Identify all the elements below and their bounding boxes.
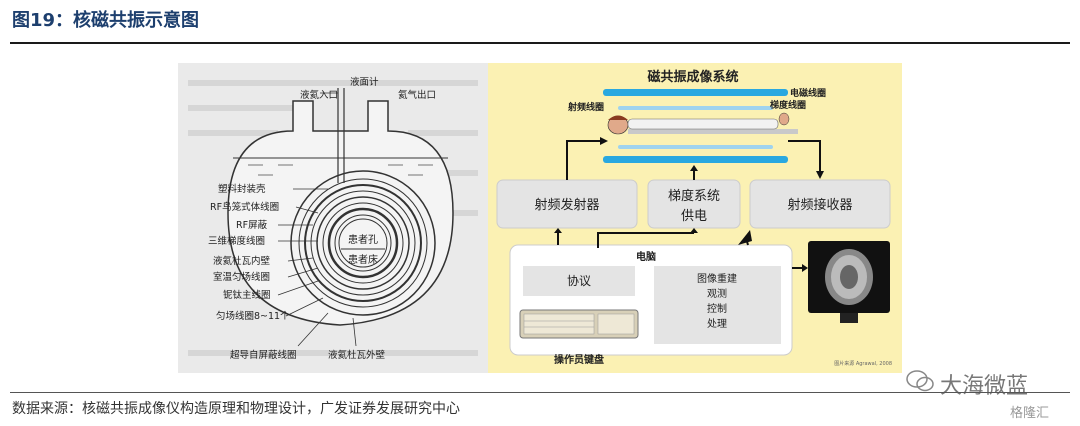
grad-coil-top bbox=[618, 106, 773, 110]
em-coil-top bbox=[603, 89, 788, 96]
label-em-coil: 电磁线圈 bbox=[790, 87, 826, 99]
function-3: 处理 bbox=[707, 318, 727, 330]
patient-figure bbox=[607, 112, 798, 135]
label-grad-coil: 梯度线圈 bbox=[770, 99, 806, 111]
label-uniform-coil: 匀场线圈8~11个 bbox=[216, 310, 290, 322]
label-liquid-meter: 液面计 bbox=[350, 76, 379, 88]
grad-coil-bottom bbox=[618, 145, 773, 149]
label-shim-coil: 室温匀场线圈 bbox=[213, 271, 270, 283]
rf-transmitter-label: 射频发射器 bbox=[534, 197, 599, 213]
function-0: 图像重建 bbox=[697, 272, 737, 285]
system-title: 磁共振成像系统 bbox=[647, 69, 738, 85]
mri-cross-section-svg: 液面计 液氦入口 氦气出口 塑料封装壳 RF鸟笼式体线圈 RF屏蔽 三维梯度线圈… bbox=[188, 76, 478, 361]
figure-title: 图19：核磁共振示意图 bbox=[12, 10, 200, 31]
protocol-label: 协议 bbox=[567, 273, 591, 288]
label-helium-outlet: 氦气出口 bbox=[398, 89, 436, 101]
keyboard-label: 操作员键盘 bbox=[554, 353, 604, 366]
wechat-icon bbox=[906, 370, 934, 392]
computer-label: 电脑 bbox=[636, 250, 656, 263]
mri-system-panel: 磁共振成像系统 电磁线圈 梯度线圈 射频线圈 射频发射器 梯度系统 供电 射频接… bbox=[488, 63, 902, 373]
label-rf-coil: 射频线圈 bbox=[567, 101, 604, 113]
leader-lines bbox=[277, 92, 357, 347]
gradient-power-label-1: 梯度系统 bbox=[668, 188, 720, 204]
function-2: 控制 bbox=[707, 302, 727, 315]
label-outer-wall: 液氦杜瓦外壁 bbox=[328, 349, 386, 361]
label-helium-inlet: 液氦入口 bbox=[300, 89, 338, 101]
arrow-heads bbox=[554, 137, 824, 272]
bottom-rule bbox=[10, 392, 1070, 393]
label-shield-coil: 超导自屏蔽线圈 bbox=[230, 349, 297, 361]
label-rf-birdcage: RF鸟笼式体线圈 bbox=[210, 201, 279, 213]
rf-receiver-label: 射频接收器 bbox=[787, 197, 852, 213]
label-main-coil: 铌钛主线圈 bbox=[223, 289, 271, 301]
keyboard-icon bbox=[519, 309, 639, 339]
mri-system-svg: 磁共振成像系统 电磁线圈 梯度线圈 射频线圈 射频发射器 梯度系统 供电 射频接… bbox=[496, 69, 892, 367]
liquid-hatching bbox=[248, 164, 433, 176]
gelonghui-logo: 格隆汇 bbox=[1010, 406, 1050, 421]
mri-cross-section-panel: 液面计 液氦入口 氦气出口 塑料封装壳 RF鸟笼式体线圈 RF屏蔽 三维梯度线圈… bbox=[178, 63, 488, 373]
label-plastic-shell: 塑料封装壳 bbox=[218, 183, 266, 195]
label-rf-shield: RF屏蔽 bbox=[236, 219, 268, 231]
dewar-vessel bbox=[227, 100, 454, 326]
flow-arrows bbox=[557, 140, 821, 269]
source-note: 数据来源：核磁共振成像仪构造原理和物理设计，广发证券发展研究中心 bbox=[12, 401, 460, 417]
monitor-icon bbox=[808, 241, 890, 323]
label-inner-wall: 液氦杜瓦内壁 bbox=[213, 255, 271, 267]
gradient-power-label-2: 供电 bbox=[681, 209, 707, 224]
em-coil-bottom bbox=[603, 156, 788, 163]
functions-box bbox=[654, 266, 781, 344]
rf-receiver-box bbox=[749, 179, 891, 229]
watermark-text: 大海微蓝 bbox=[940, 374, 1029, 399]
image-credit: 图片来源 Agrawal, 2008 bbox=[834, 360, 892, 367]
label-gradient-coil: 三维梯度线圈 bbox=[208, 235, 265, 247]
protocol-box bbox=[523, 266, 635, 296]
coil-rings bbox=[290, 170, 436, 316]
label-patient-bed: 患者床 bbox=[348, 253, 378, 266]
function-1: 观测 bbox=[707, 287, 727, 300]
label-patient-hole: 患者孔 bbox=[348, 234, 378, 246]
top-rule bbox=[10, 42, 1070, 44]
